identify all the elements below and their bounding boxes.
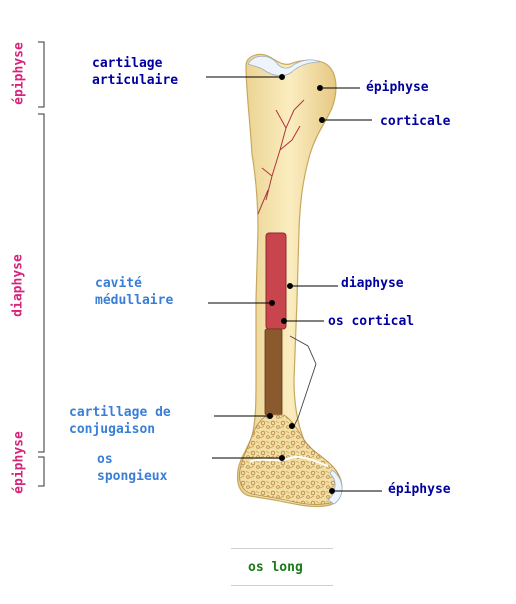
label-epiphyse-bottom: épiphyse (388, 482, 451, 497)
label-cavite-medullaire: cavité médullaire (95, 276, 174, 308)
spongy-bone (239, 414, 341, 505)
side-label-epiphyse-bottom: épiphyse (11, 431, 27, 494)
label-epiphyse-top: épiphyse (366, 80, 429, 95)
top-cartilage (247, 55, 321, 76)
diagram-caption: os long (248, 560, 303, 575)
label-corticale: corticale (380, 114, 451, 129)
side-label-epiphyse-top: épiphyse (11, 42, 27, 105)
pointer-lines (206, 74, 382, 494)
cortical-bracket (289, 335, 317, 427)
label-os-spongieux: os spongieux (97, 452, 168, 484)
label-cartillage-conjugaison: cartillage de conjugaison (69, 405, 171, 437)
side-brackets (38, 41, 45, 487)
medullary-cavity (265, 232, 287, 330)
blood-vessels (257, 99, 305, 215)
yellow-marrow (264, 328, 283, 416)
caption-box (231, 548, 333, 586)
label-diaphyse: diaphyse (341, 276, 404, 291)
growth-plate (249, 456, 329, 467)
bottom-cartilage (327, 469, 343, 505)
bone (236, 53, 343, 508)
label-cartilage-articulaire: cartilage articulaire (92, 56, 179, 88)
label-os-cortical: os cortical (328, 314, 415, 329)
side-label-diaphyse: diaphyse (10, 254, 26, 317)
